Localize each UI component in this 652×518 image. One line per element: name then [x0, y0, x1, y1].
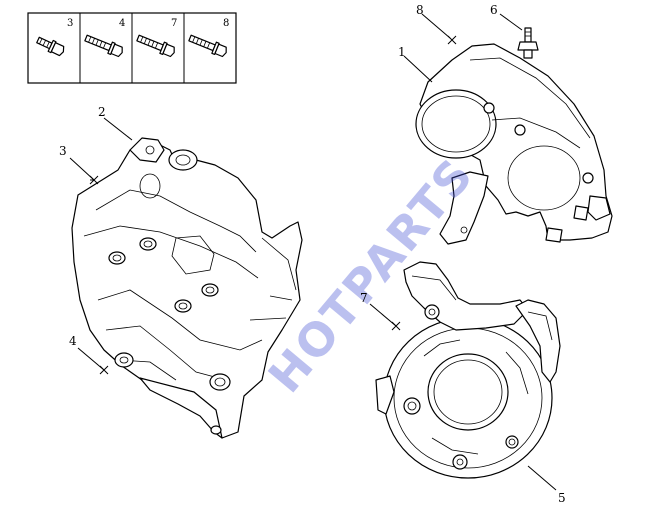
stud-bolt-6[interactable]	[517, 27, 539, 59]
callout-2[interactable]: 2	[98, 105, 106, 119]
callout-7[interactable]: 7	[360, 291, 368, 305]
callout-labels: 2 3 4 1 8 6 7 5	[59, 3, 566, 505]
legend-cell-bolt-7[interactable]: 7	[136, 18, 178, 58]
legend-number: 3	[67, 18, 73, 29]
legend-cell-bolt-8[interactable]: 8	[188, 18, 230, 58]
flange-bolt-long-icon	[136, 34, 175, 58]
callout-5[interactable]: 5	[558, 491, 566, 505]
engine-mount-bracket[interactable]	[71, 137, 303, 439]
flange-bolt-long-icon	[84, 34, 123, 58]
callout-4[interactable]: 4	[69, 334, 77, 348]
flange-bolt-short-icon	[36, 36, 65, 57]
legend-number: 7	[171, 18, 177, 29]
callout-1[interactable]: 1	[398, 45, 406, 59]
callout-6[interactable]: 6	[490, 3, 498, 17]
fastener-legend: 3 4	[27, 12, 237, 84]
timing-belt-rear-cover[interactable]	[375, 261, 561, 479]
flange-bolt-long-icon	[188, 34, 227, 58]
legend-cell-bolt-4[interactable]: 4	[84, 18, 126, 58]
leader-lines	[69, 13, 557, 491]
legend-cell-bolt-3[interactable]: 3	[35, 18, 73, 57]
callout-3[interactable]: 3	[59, 144, 67, 158]
callout-8[interactable]: 8	[416, 3, 424, 17]
legend-number: 4	[119, 18, 125, 29]
timing-belt-upper-cover[interactable]	[415, 43, 613, 245]
legend-number: 8	[223, 18, 229, 29]
